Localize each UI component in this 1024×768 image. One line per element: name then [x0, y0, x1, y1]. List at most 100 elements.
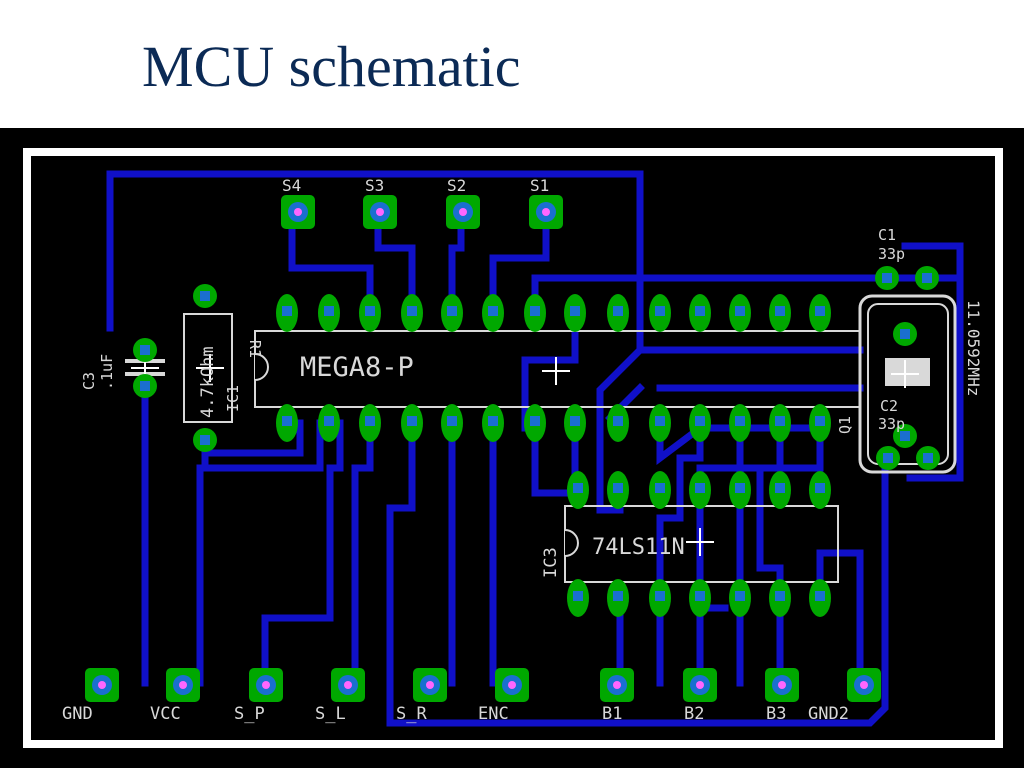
switch-label-s4: S4 — [282, 176, 301, 195]
logic-pin-top-3-via — [655, 483, 665, 493]
resistor-value: 4.7kOhm — [198, 346, 218, 418]
board-outline — [23, 148, 1003, 748]
logic-ic-ref: IC3 — [541, 547, 561, 578]
mcu-pin-top-7-via — [530, 306, 540, 316]
logic-pin-top-4-via — [695, 483, 705, 493]
resistor-pad-2-via — [200, 435, 210, 445]
mcu-pin-top-1-via — [282, 306, 292, 316]
connector-label-b1: B1 — [602, 704, 622, 724]
board-background — [0, 128, 1024, 768]
mcu-pin-top-2-via — [324, 306, 334, 316]
crystal-ref: Q1 — [836, 416, 854, 434]
cap-c1-ref: C1 — [878, 226, 896, 244]
connector-label-s-p: S_P — [234, 704, 265, 724]
connector-label-gnd2: GND2 — [808, 704, 849, 724]
connector-label-b3: B3 — [766, 704, 786, 724]
mcu-pin-top-6-via — [488, 306, 498, 316]
switch-label-s3: S3 — [365, 176, 384, 195]
switch-pad-4-hole — [542, 208, 550, 216]
resistor-outline — [183, 313, 233, 423]
mcu-pin-bottom-7-via — [530, 416, 540, 426]
logic-pin-bottom-4-via — [695, 591, 705, 601]
cap-c2-ref: C2 — [880, 397, 898, 415]
origin-marker-3 — [891, 360, 919, 388]
connector-pad-6-hole — [508, 681, 516, 689]
connector-pad-10-hole — [860, 681, 868, 689]
mcu-pin-top-13-via — [775, 306, 785, 316]
logic-ic-notch — [564, 529, 579, 557]
crystal-outline-inner — [867, 303, 949, 465]
logic-pin-bottom-1-via — [573, 591, 583, 601]
cap-c2-pad-2-via — [923, 453, 933, 463]
cap-c3-ref: C3 — [80, 372, 98, 390]
mcu-pin-bottom-6-via — [488, 416, 498, 426]
pcb-layout: MEGA8-P 74LS11N IC3 R1 4.7kOhm IC1 C3 .1… — [0, 128, 1024, 768]
trace-31 — [816, 549, 864, 687]
crystal-value: 11.0592MHz — [964, 300, 983, 396]
logic-pin-top-6-via — [775, 483, 785, 493]
mcu-pin-bottom-14-via — [815, 416, 825, 426]
logic-pin-top-7-via — [815, 483, 825, 493]
mcu-pin-bottom-8-via — [570, 416, 580, 426]
logic-pin-bottom-5-via — [735, 591, 745, 601]
origin-marker-1 — [542, 357, 570, 385]
switch-label-s1: S1 — [530, 176, 549, 195]
trace-7 — [521, 309, 579, 432]
cap-c1-pad-1-via — [882, 273, 892, 283]
mcu-pin-bottom-13-via — [775, 416, 785, 426]
crystal-body — [885, 358, 930, 386]
cap-c3-value: .1uF — [98, 354, 116, 390]
connector-label-s-r: S_R — [396, 704, 427, 724]
mcu-pin-bottom-1-via — [282, 416, 292, 426]
mcu-pin-bottom-4-via — [407, 416, 417, 426]
logic-pin-bottom-3-via — [655, 591, 665, 601]
switch-pad-1-hole — [294, 208, 302, 216]
logic-pin-bottom-2-via — [613, 591, 623, 601]
cap-c3-pad-1-via — [140, 345, 150, 355]
origin-marker-5 — [196, 354, 224, 382]
logic-pin-bottom-7-via — [815, 591, 825, 601]
connector-label-vcc: VCC — [150, 704, 181, 724]
resistor-ic-ref: IC1 — [224, 385, 242, 412]
trace-25 — [656, 419, 704, 687]
trace-16 — [201, 419, 304, 457]
mcu-pin-top-4-via — [407, 306, 417, 316]
crystal-outline-outer — [858, 294, 957, 474]
trace-9 — [906, 274, 964, 482]
logic-pin-bottom-6-via — [775, 591, 785, 601]
connector-pad-5-hole — [426, 681, 434, 689]
page-title: MCU schematic — [142, 34, 521, 99]
mcu-pin-top-11-via — [695, 306, 705, 316]
mcu-pin-top-12-via — [735, 306, 745, 316]
cap-c2-pad-1-via — [883, 453, 893, 463]
resistor-pad-1-via — [200, 291, 210, 301]
mcu-pin-bottom-11-via — [695, 416, 705, 426]
mcu-pin-bottom-12-via — [735, 416, 745, 426]
switch-label-s2: S2 — [447, 176, 466, 195]
crystal-pad-1-via — [900, 329, 910, 339]
resistor-ref: R1 — [246, 340, 264, 358]
mcu-pin-bottom-10-via — [655, 416, 665, 426]
logic-ic-label: 74LS11N — [592, 535, 685, 560]
connector-pad-8-hole — [696, 681, 704, 689]
pads — [85, 195, 940, 702]
connector-pad-7-hole — [613, 681, 621, 689]
mcu-pin-top-5-via — [447, 306, 457, 316]
logic-pin-top-2-via — [613, 483, 623, 493]
trace-26 — [696, 419, 744, 687]
switch-pad-3-hole — [459, 208, 467, 216]
switch-pad-2-hole — [376, 208, 384, 216]
trace-2 — [288, 204, 374, 317]
trace-18 — [351, 419, 374, 687]
origin-marker-2 — [686, 528, 714, 556]
connector-pad-9-hole — [778, 681, 786, 689]
connector-pad-2-hole — [179, 681, 187, 689]
crystal-pad-2-via — [900, 431, 910, 441]
connector-label-enc: ENC — [478, 704, 509, 724]
mcu-label: MEGA8-P — [300, 352, 414, 383]
connector-label-gnd: GND — [62, 704, 93, 724]
mcu-pin-top-3-via — [365, 306, 375, 316]
trace-19 — [386, 419, 889, 727]
trace-17 — [261, 419, 344, 687]
connector-label-s-l: S_L — [315, 704, 346, 724]
